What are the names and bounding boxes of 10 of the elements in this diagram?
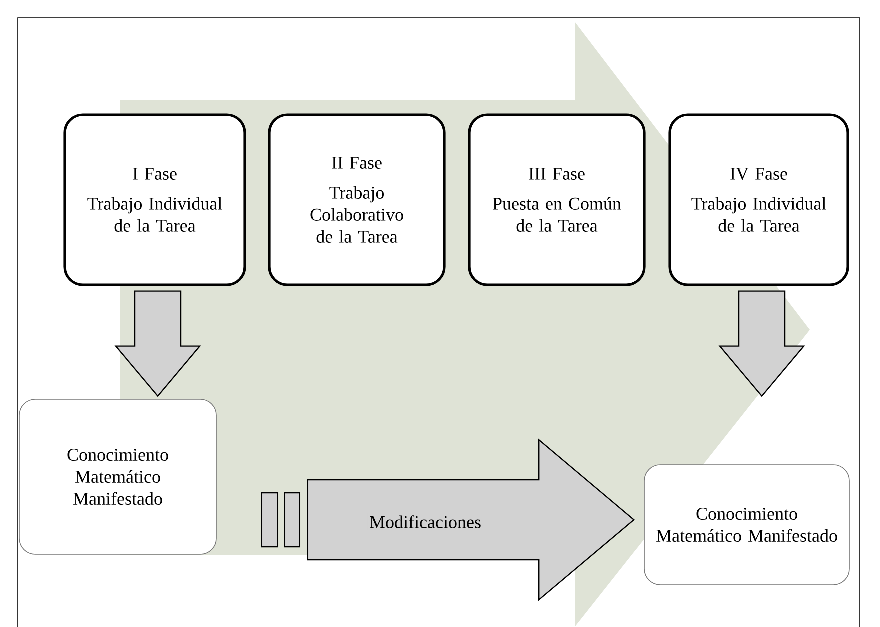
block-arrow (718, 290, 806, 398)
phase-box: II Fase Trabajo Colaborativo de la Tarea (268, 114, 446, 286)
result-box: Conocimiento Matemático Manifestado (644, 464, 850, 586)
block-arrow (114, 290, 202, 398)
block-arrow (261, 438, 636, 602)
phase-box: IV Fase Trabajo Individual de la Tarea (668, 114, 850, 286)
phase-box: III Fase Puesta en Común de la Tarea (468, 114, 646, 286)
phase-box: I Fase Trabajo Individual de la Tarea (64, 114, 246, 286)
result-box: Conocimiento Matemático Manifestado (19, 399, 217, 555)
edge-label: Modificaciones (368, 514, 484, 530)
